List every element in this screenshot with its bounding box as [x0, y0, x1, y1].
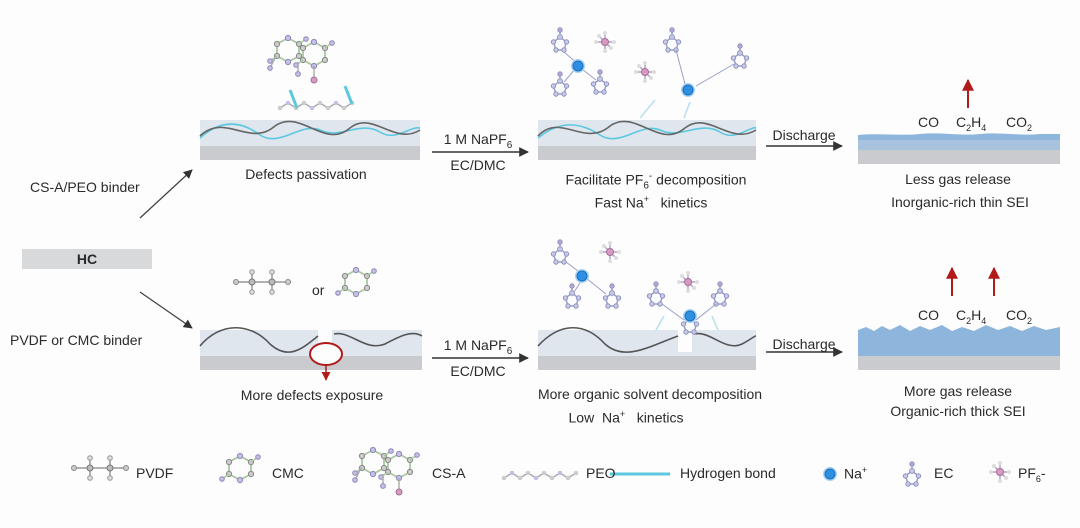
bottom-panel-electrode-2 — [537, 326, 757, 370]
bottom-electrolyte-line2: EC/DMC — [450, 363, 506, 379]
branch-arrow-up — [139, 169, 193, 219]
legend-pvdf-symbol — [70, 454, 130, 482]
bottom-cmc-molecule — [334, 266, 378, 298]
top-discharge-label: Discharge — [772, 127, 836, 143]
bottom-gas-co: CO — [918, 307, 939, 323]
legend-hbond-label: Hydrogen bond — [680, 465, 776, 481]
top-result-line1: Less gas release — [905, 171, 1011, 187]
top-step2-line1: Facilitate PF6- decomposition — [565, 171, 747, 192]
legend-ec-label: EC — [934, 465, 954, 481]
legend-peo-symbol — [501, 470, 579, 481]
bottom-result-line2: Organic-rich thick SEI — [890, 403, 1026, 419]
bottom-pvdf-molecule — [232, 268, 292, 296]
hc-label: HC — [22, 249, 152, 269]
top-panel-electrode-1 — [199, 120, 421, 160]
bottom-solvation-cluster — [550, 239, 730, 335]
bottom-panel-electrode-1 — [199, 322, 423, 381]
hbond-1 — [288, 89, 299, 109]
bottom-result-line1: More gas release — [903, 383, 1013, 399]
bottom-gas-co2: CO2 — [1006, 307, 1033, 326]
bottom-step1-label: More defects exposure — [240, 387, 384, 403]
bottom-panel-thick-sei — [858, 325, 1060, 370]
legend-pf6-label: PF6- — [1018, 465, 1046, 484]
top-solvation-cluster — [550, 27, 750, 119]
bottom-binder-label: PVDF or CMC binder — [10, 332, 143, 348]
bottom-step2-line2: Low Na+ kinetics — [568, 409, 684, 426]
or-label: or — [312, 282, 325, 298]
top-electrolyte-line1: 1 M NaPF6 — [443, 131, 513, 151]
top-gas-co: CO — [918, 114, 939, 130]
legend-csa-label: CS-A — [432, 465, 466, 481]
top-panel-thin-sei — [858, 133, 1060, 164]
bottom-electrolyte-line1: 1 M NaPF6 — [443, 337, 513, 357]
top-step1-label: Defects passivation — [245, 166, 367, 182]
top-csa-molecule — [268, 35, 335, 83]
bottom-step2-line1: More organic solvent decomposition — [537, 386, 763, 402]
top-electrolyte-line2: EC/DMC — [450, 157, 506, 173]
top-gas-co2: CO2 — [1006, 114, 1033, 133]
legend-ec-symbol — [902, 461, 922, 487]
bottom-discharge-label: Discharge — [772, 336, 836, 352]
branch-arrow-down — [139, 291, 193, 329]
legend-pvdf-label: PVDF — [136, 465, 174, 481]
top-gas-c2h4: C2H4 — [956, 114, 987, 133]
legend-csa-symbol — [353, 447, 420, 495]
legend-cmc-symbol — [218, 452, 262, 484]
legend-peo-label: PEO — [586, 465, 616, 481]
top-step2-line2: Fast Na+ kinetics — [594, 194, 708, 211]
top-binder-label: CS-A/PEO binder — [30, 179, 140, 195]
legend-na-symbol — [822, 466, 838, 482]
bottom-gas-c2h4: C2H4 — [956, 307, 987, 326]
top-panel-electrode-2 — [537, 120, 757, 160]
top-peo-chain — [277, 99, 355, 112]
hbond-2 — [343, 85, 354, 105]
top-result-line2: Inorganic-rich thin SEI — [891, 194, 1029, 210]
legend-na-label: Na+ — [844, 465, 868, 482]
legend-pf6-symbol — [988, 460, 1012, 484]
legend-cmc-label: CMC — [272, 465, 304, 481]
